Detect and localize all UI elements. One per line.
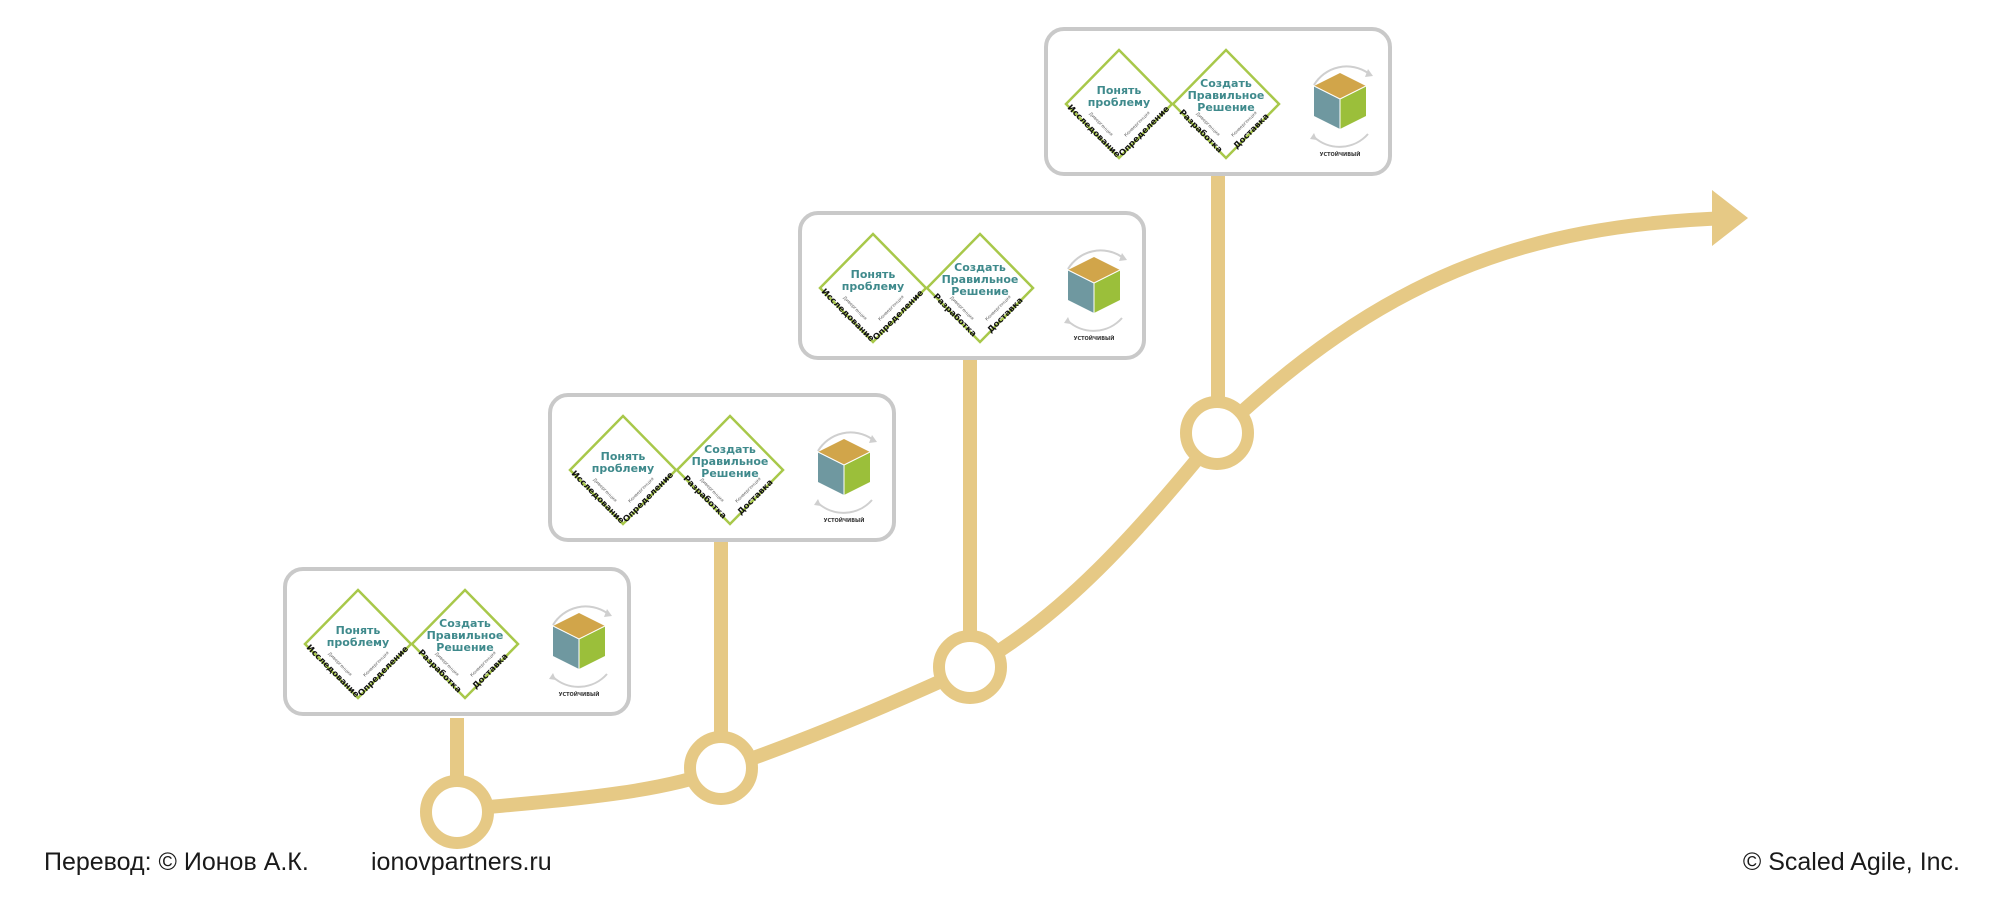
diamond1-title-line1: Понять <box>851 268 896 281</box>
diamond2-title-line1: Создать <box>954 261 1006 274</box>
milestone-circle-2 <box>684 731 758 805</box>
cycle-arrowhead-bottom <box>1310 133 1317 140</box>
diamond-problem <box>818 232 928 344</box>
diamond2-title-line1: Создать <box>704 443 756 456</box>
diamond2-title-line3: Решение <box>1197 101 1254 114</box>
diamond1-title-line2: проблему <box>327 636 389 649</box>
cube-caption: УСТОЙЧИВЫЙ <box>559 690 600 698</box>
cycle-arrowhead-bottom <box>549 673 556 680</box>
cube-icon <box>817 439 871 495</box>
cube-caption: УСТОЙЧИВЫЙ <box>1320 150 1361 158</box>
cycle-arrowhead-top <box>1365 69 1373 77</box>
growth-curve <box>450 211 1737 817</box>
diamond2-title-line2: Правильное <box>427 629 504 642</box>
diamond-problem <box>303 588 413 700</box>
diamond1-title-line2: проблему <box>592 462 654 475</box>
stage-card-3: Понять проблему Исследование Определение… <box>798 211 1146 360</box>
cycle-arrows-icon <box>1067 249 1123 270</box>
diamond1-title-line1: Понять <box>336 624 381 637</box>
cycle-arrows-icon <box>817 431 873 452</box>
diamond2-title-line3: Решение <box>701 467 758 480</box>
cycle-arrows-icon <box>552 605 608 626</box>
diamond2-title-line3: Решение <box>436 641 493 654</box>
cube-icon <box>552 613 606 669</box>
milestone-circle-3 <box>933 630 1007 704</box>
diamond-solution <box>410 588 520 700</box>
cycle-arrow-bottom <box>817 499 873 514</box>
cycle-arrows-icon <box>1313 65 1369 86</box>
milestone-circle-1 <box>420 775 494 849</box>
diamond1-title-line2: проблему <box>842 280 904 293</box>
diamond2-title-line1: Создать <box>1200 77 1252 90</box>
diamond-solution <box>675 414 785 526</box>
cube-caption: УСТОЙЧИВЫЙ <box>824 516 865 524</box>
cycle-arrow-bottom <box>1313 133 1369 148</box>
diamond1-title-line2: проблему <box>1088 96 1150 109</box>
arrow-right-icon <box>1712 190 1748 246</box>
milestone-circle-4 <box>1180 396 1254 470</box>
diamond-solution <box>1171 48 1281 160</box>
stage-card-2: Понять проблему Исследование Определение… <box>548 393 896 542</box>
website-link[interactable]: ionovpartners.ru <box>371 848 552 876</box>
cycle-arrow-bottom <box>1067 317 1123 332</box>
card-frame <box>548 393 896 542</box>
diamond2-title-line3: Решение <box>951 285 1008 298</box>
cycle-arrowhead-bottom <box>1064 317 1071 324</box>
diamond2-title-line2: Правильное <box>692 455 769 468</box>
diamond-problem <box>568 414 678 526</box>
diamond2-title-line1: Создать <box>439 617 491 630</box>
cycle-arrowhead-top <box>869 435 877 443</box>
diamond2-title-line2: Правильное <box>1188 89 1265 102</box>
cycle-arrow-bottom <box>552 673 608 688</box>
card-frame <box>1044 27 1392 176</box>
diamond-problem <box>1064 48 1174 160</box>
copyright-notice: © Scaled Agile, Inc. <box>1742 848 1960 876</box>
translation-credit: Перевод: © Ионов А.К. <box>44 848 309 876</box>
diamond1-title-line1: Понять <box>1097 84 1142 97</box>
cube-icon <box>1067 257 1121 313</box>
cube-caption: УСТОЙЧИВЫЙ <box>1074 334 1115 342</box>
diamond1-title-line1: Понять <box>601 450 646 463</box>
cycle-arrowhead-bottom <box>814 499 821 506</box>
cube-icon <box>1313 73 1367 129</box>
diamond-solution <box>925 232 1035 344</box>
cycle-arrowhead-top <box>604 609 612 617</box>
stage-card-4: Понять проблему Исследование Определение… <box>1044 27 1392 176</box>
cycle-arrowhead-top <box>1119 253 1127 261</box>
card-frame <box>283 567 631 716</box>
diamond2-title-line2: Правильное <box>942 273 1019 286</box>
stage-card-1: Понять проблему Исследование Определение… <box>283 567 631 716</box>
card-frame <box>798 211 1146 360</box>
